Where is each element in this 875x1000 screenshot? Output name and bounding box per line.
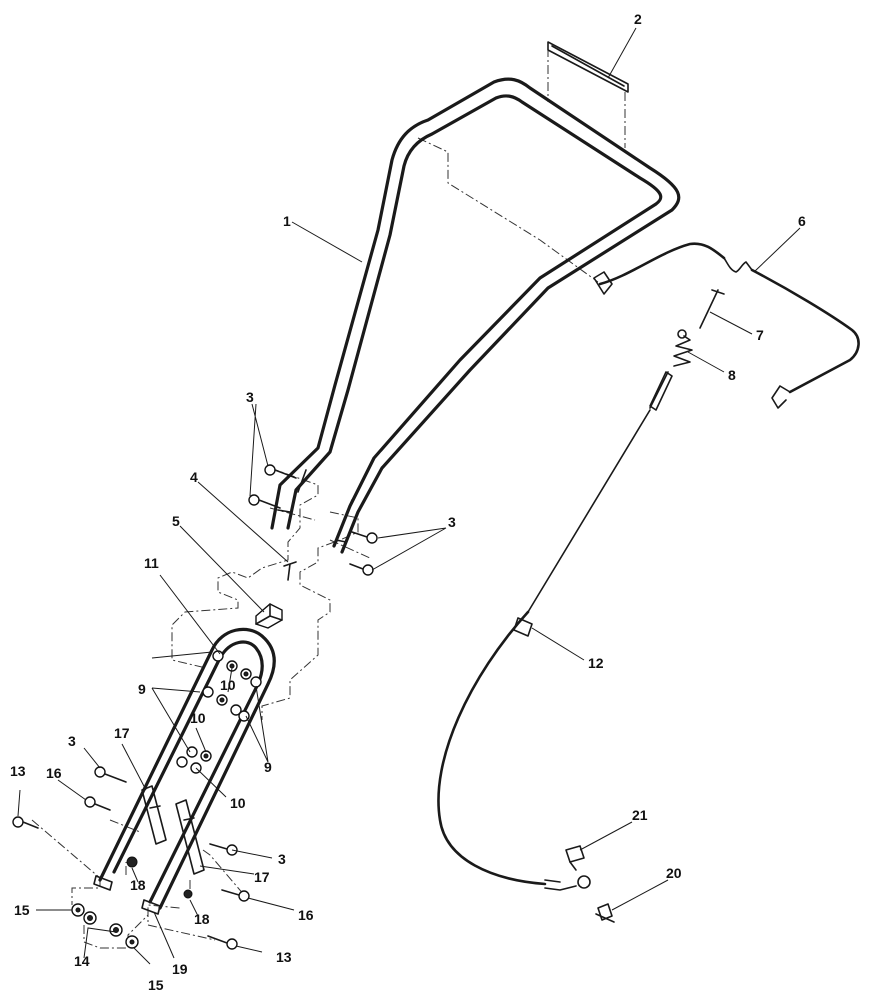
callout-16: 16 [46,765,62,781]
pin [699,289,725,329]
callout-19: 19 [172,961,188,977]
callout-6: 6 [798,213,806,229]
callout-20: 20 [666,865,682,881]
callout-10: 10 [190,710,206,726]
callout-17: 17 [114,725,130,741]
assembly-guide-lines [31,48,626,949]
cable-bushing [565,845,585,871]
callout-3: 3 [278,851,286,867]
callout-16: 16 [298,907,314,923]
callout-labels: 1 2 3 3 3 3 4 5 6 7 8 9 9 10 10 10 11 12… [10,11,806,993]
control-lever-cable [593,242,860,409]
callout-14: 14 [74,953,90,969]
callout-15: 15 [14,902,30,918]
callout-21: 21 [632,807,648,823]
callout-8: 8 [728,367,736,383]
nuts-and-washers [176,650,262,774]
callout-4: 4 [190,469,198,485]
lower-fasteners [12,796,250,950]
callout-12: 12 [588,655,604,671]
callout-13: 13 [10,763,26,779]
callout-9: 9 [138,681,146,697]
callout-3: 3 [448,514,456,530]
callout-11: 11 [144,555,159,571]
callout-17: 17 [254,869,270,885]
cable-bracket [255,603,283,629]
callout-1: 1 [283,213,291,229]
callout-5: 5 [172,513,180,529]
upper-handle [270,77,681,554]
callout-18: 18 [194,911,210,927]
screw [283,561,297,581]
mounting-brackets [141,785,205,875]
callout-18: 18 [130,877,146,893]
drive-cable [437,371,673,891]
lower-handle [93,627,276,915]
spring [673,329,693,367]
grip [547,41,629,93]
callout-15: 15 [148,977,164,993]
callout-10: 10 [220,677,236,693]
callout-3: 3 [68,733,76,749]
leader-lines [17,27,801,965]
callout-9: 9 [264,759,272,775]
cable-clip [595,903,615,923]
callout-2: 2 [634,11,642,27]
callout-7: 7 [756,327,764,343]
callout-3: 3 [246,389,254,405]
callout-10: 10 [230,795,246,811]
callout-13: 13 [276,949,292,965]
